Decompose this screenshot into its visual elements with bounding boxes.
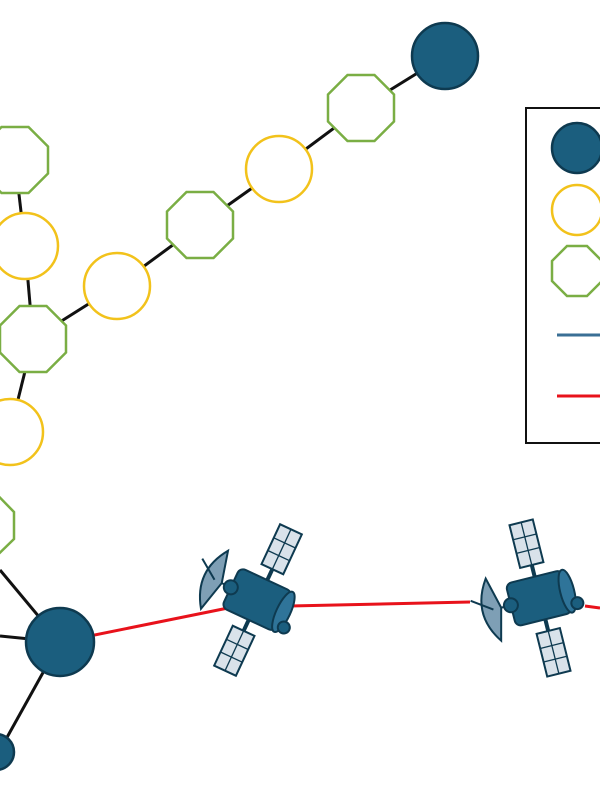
hub-node [410, 21, 480, 91]
satellite-icon [453, 510, 600, 693]
green-nodes [0, 73, 396, 555]
yellow-circle-node [0, 211, 60, 281]
yellow-circle-node [244, 134, 314, 204]
green-octagon-node [165, 190, 235, 260]
hub-nodes [0, 21, 480, 771]
green-octagon-node [326, 73, 396, 143]
legend-yellow-circle-node [550, 183, 600, 237]
hub-node [24, 606, 96, 678]
green-octagon-node [0, 125, 50, 195]
satellite-icon [161, 498, 331, 691]
green-octagon-node [0, 304, 68, 374]
legend [525, 107, 600, 444]
yellow-circle-node [0, 397, 45, 467]
green-octagon-node [0, 495, 16, 555]
red-link [584, 604, 600, 610]
yellow-nodes [0, 134, 314, 467]
legend-hub-node [550, 121, 600, 175]
hub-node [0, 733, 16, 771]
red-link [289, 600, 471, 608]
legend-green-octagon-node [550, 244, 600, 298]
yellow-circle-node [82, 251, 152, 321]
